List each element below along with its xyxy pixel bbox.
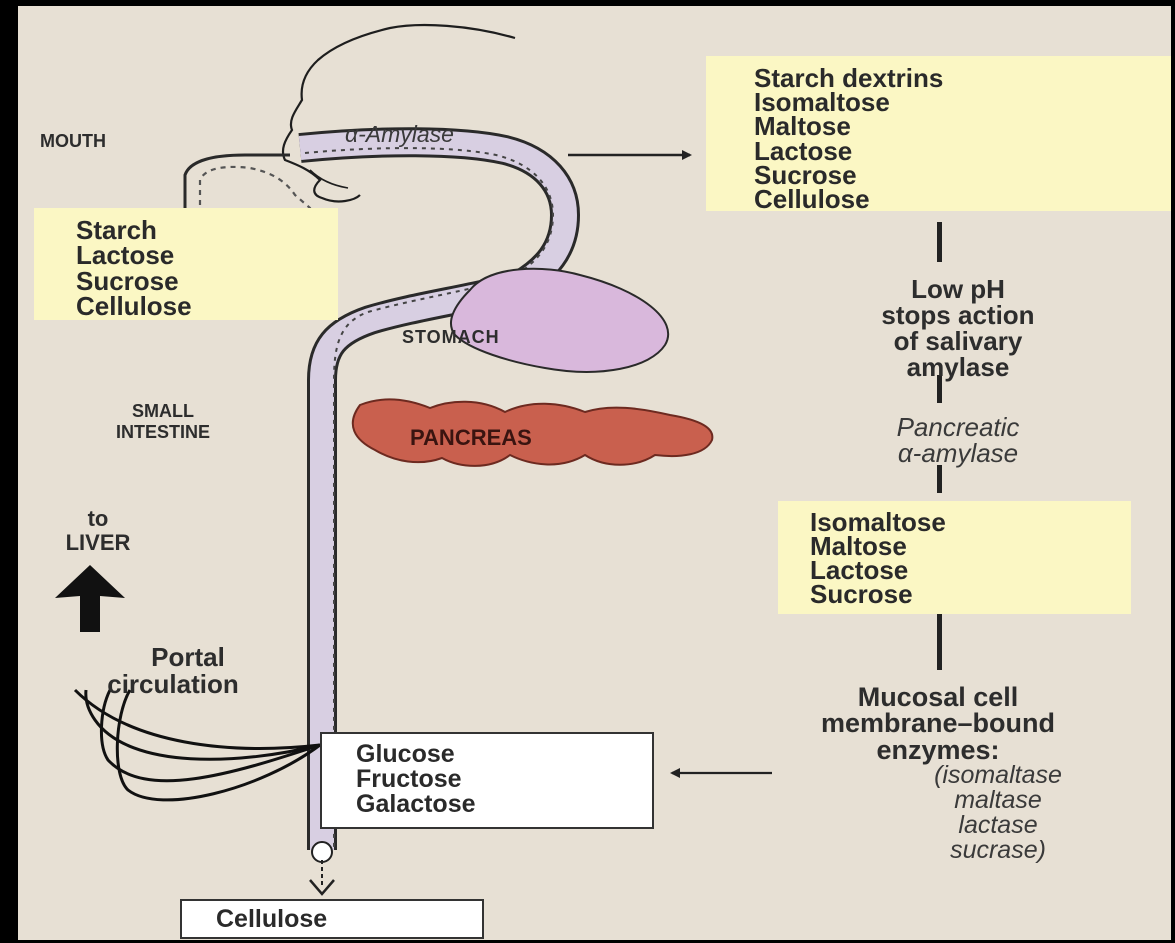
intake-item: Cellulose [76,294,338,319]
arrow-up-icon [55,565,125,632]
enzyme-line-4: sucrase) [950,836,1046,864]
low-ph-line-4: amylase [907,352,1010,382]
pancreas-shape [353,399,713,465]
mouth-product-item: Maltose [754,114,1175,138]
small-intestine-line-1: SMALL [132,401,194,421]
excreted-cellulose-box: Cellulose [180,899,484,939]
small-intestine-line-2: INTESTINE [116,422,210,442]
stomach-shape [451,269,668,372]
pancreas-label: PANCREAS [410,427,532,449]
monosaccharides-box: Glucose Fructose Galactose [320,732,654,829]
portal-line-2: circulation [107,669,238,699]
liver-label: LIVER [66,530,131,555]
enzyme-list-label: (isomaltase maltase lactase sucrase) [818,763,1175,863]
mucosal-enzymes-label: Mucosal cell membrane–bound enzymes: [678,684,1175,763]
alpha-amylase-label: α-Amylase [345,123,454,146]
enzyme-line-3: lactase [958,811,1037,839]
enzyme-line-2: maltase [954,786,1042,814]
portal-line-1: Portal [151,642,225,672]
pancreatic-products-box: Isomaltose Maltose Lactose Sucrose [778,501,1131,614]
monosaccharide-item: Fructose [356,767,652,792]
face-profile [283,25,515,201]
monosaccharide-item: Galactose [356,792,652,817]
monosaccharide-item: Glucose [356,742,652,767]
mouth-products-box: Starch dextrins Isomaltose Maltose Lacto… [706,56,1175,211]
pancreatic-amylase-label: Pancreatic α-amylase [788,414,1128,466]
small-intestine-label: SMALL INTESTINE [68,402,258,445]
pancreatic-line-2: α-amylase [898,438,1018,468]
portal-vessel [117,690,320,800]
mouth-product-item: Cellulose [754,187,1175,211]
mouth-label: MOUTH [40,132,106,150]
connector-bar [937,612,942,670]
stomach-label: STOMACH [402,328,500,346]
connector-bar [937,222,942,262]
portal-circulation-label: Portal circulation [18,644,328,699]
low-ph-label: Low pH stops action of salivary amylase [778,276,1138,380]
pancreatic-product-item: Sucrose [810,583,1131,607]
enzyme-line-1: (isomaltase [934,761,1062,789]
to-label: to [88,506,109,531]
to-liver-label: to LIVER [43,508,153,556]
intake-box: Starch Lactose Sucrose Cellulose [34,208,338,320]
connector-bar [937,465,942,493]
